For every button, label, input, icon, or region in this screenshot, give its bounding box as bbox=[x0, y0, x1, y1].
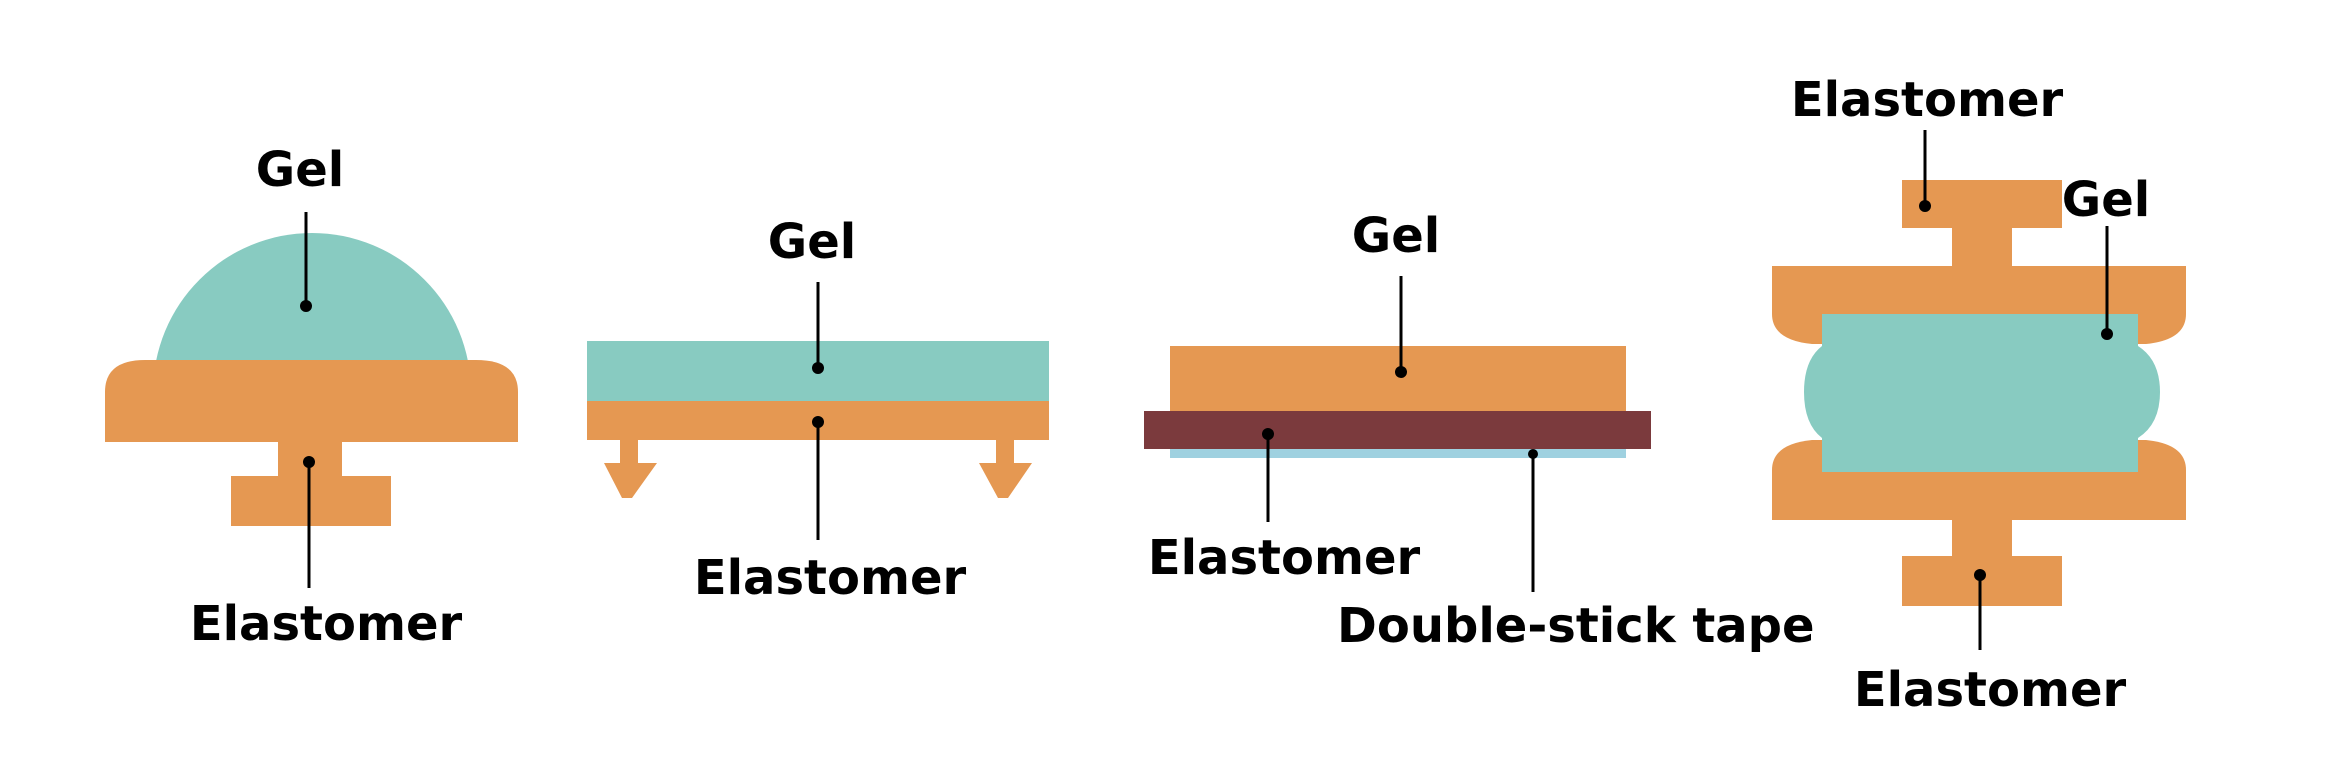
p4-top-stem bbox=[1952, 226, 2012, 268]
p3-gel-label: Gel bbox=[1352, 208, 1440, 264]
p3-gel-dot bbox=[1395, 366, 1407, 378]
p1-elastomer-dot bbox=[303, 456, 315, 468]
p4-bottom-elastomer-label: Elastomer bbox=[1854, 662, 2127, 718]
p4-gel-label: Gel bbox=[2062, 172, 2150, 228]
p1-gel-label: Gel bbox=[256, 142, 344, 198]
p3-elastomer-block bbox=[1170, 346, 1626, 412]
p3-tape-label: Double-stick tape bbox=[1337, 598, 1815, 654]
p2-gel-dot bbox=[812, 362, 824, 374]
p2-elastomer-dot bbox=[812, 416, 824, 428]
p1-gel-dome bbox=[153, 233, 471, 392]
panel-3: Gel Elastomer Double-stick tape bbox=[1144, 208, 1815, 654]
p2-gel-label: Gel bbox=[768, 214, 856, 270]
p2-left-leg bbox=[604, 438, 657, 498]
panel-2: Gel Elastomer bbox=[587, 214, 1049, 606]
p3-elastomer-label: Elastomer bbox=[1148, 530, 1421, 586]
p3-tape-dot bbox=[1528, 449, 1538, 459]
p1-gel-dot bbox=[300, 300, 312, 312]
panel-1: Gel Elastomer bbox=[105, 142, 518, 652]
p3-elastomer-dot bbox=[1262, 428, 1274, 440]
p3-tape-backing bbox=[1144, 411, 1651, 449]
p4-gel-body bbox=[1804, 314, 2160, 472]
p4-bottom-stem bbox=[1952, 518, 2012, 558]
p4-bottom-elastomer-dot bbox=[1974, 569, 1986, 581]
p1-elastomer-foot bbox=[231, 476, 391, 526]
panel-4: Elastomer Gel Elastomer bbox=[1772, 72, 2186, 718]
p2-right-leg bbox=[979, 438, 1032, 498]
p4-top-elastomer-label: Elastomer bbox=[1791, 72, 2064, 128]
p1-elastomer-label: Elastomer bbox=[190, 596, 463, 652]
p4-bottom-cap bbox=[1902, 556, 2062, 606]
p4-top-elastomer-dot bbox=[1919, 200, 1931, 212]
p4-gel-dot bbox=[2101, 328, 2113, 340]
p1-elastomer-base bbox=[105, 360, 518, 442]
p2-elastomer-label: Elastomer bbox=[694, 550, 967, 606]
